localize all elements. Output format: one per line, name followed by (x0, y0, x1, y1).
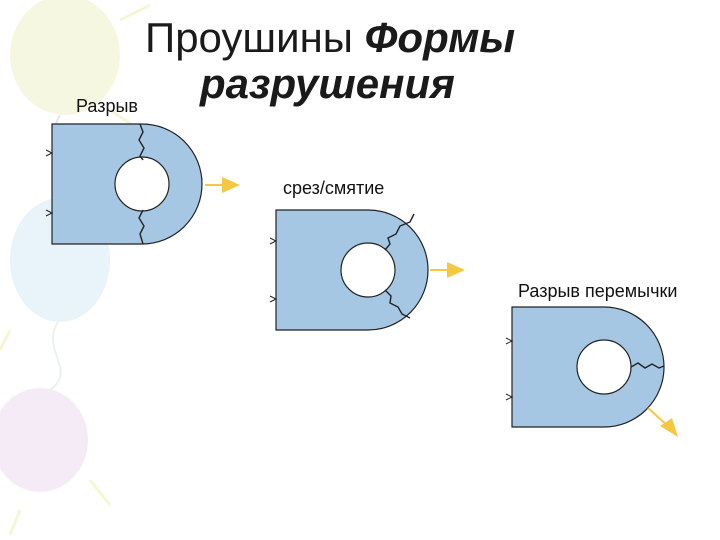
sun-ray (88, 479, 112, 506)
title-regular: Проушины (145, 14, 365, 61)
page-title-line-2: разрушения (200, 60, 455, 107)
crack-line (138, 209, 145, 245)
crack-line (384, 213, 415, 251)
crack-line (138, 123, 145, 161)
label-shear-bearing: срез/смятие (283, 178, 385, 198)
lug-hole (576, 339, 632, 395)
title-emphasis: Формы (364, 14, 516, 61)
break-mark (505, 393, 514, 401)
balloon-bottom-left (0, 388, 88, 492)
break-mark (45, 209, 54, 217)
crack-line (630, 362, 665, 369)
break-mark (505, 337, 514, 345)
label-tension-rupture: Разрыв (76, 96, 138, 116)
break-mark (45, 149, 54, 157)
lug-hole (340, 242, 396, 298)
break-mark (269, 295, 278, 303)
label-bridge-rupture: Разрыв перемычки (518, 281, 678, 301)
load-arrow-head (660, 418, 678, 437)
balloon-top-left (10, 0, 120, 115)
load-arrow-head (222, 177, 240, 193)
sun-ray (8, 509, 22, 536)
balloon-string (49, 321, 62, 391)
crack-line (384, 289, 411, 319)
page-title-line-1: Проушины Формы (145, 14, 515, 62)
sun-ray (0, 329, 12, 351)
load-arrow-head (447, 262, 465, 278)
sun-ray (119, 3, 151, 22)
break-mark (269, 237, 278, 245)
